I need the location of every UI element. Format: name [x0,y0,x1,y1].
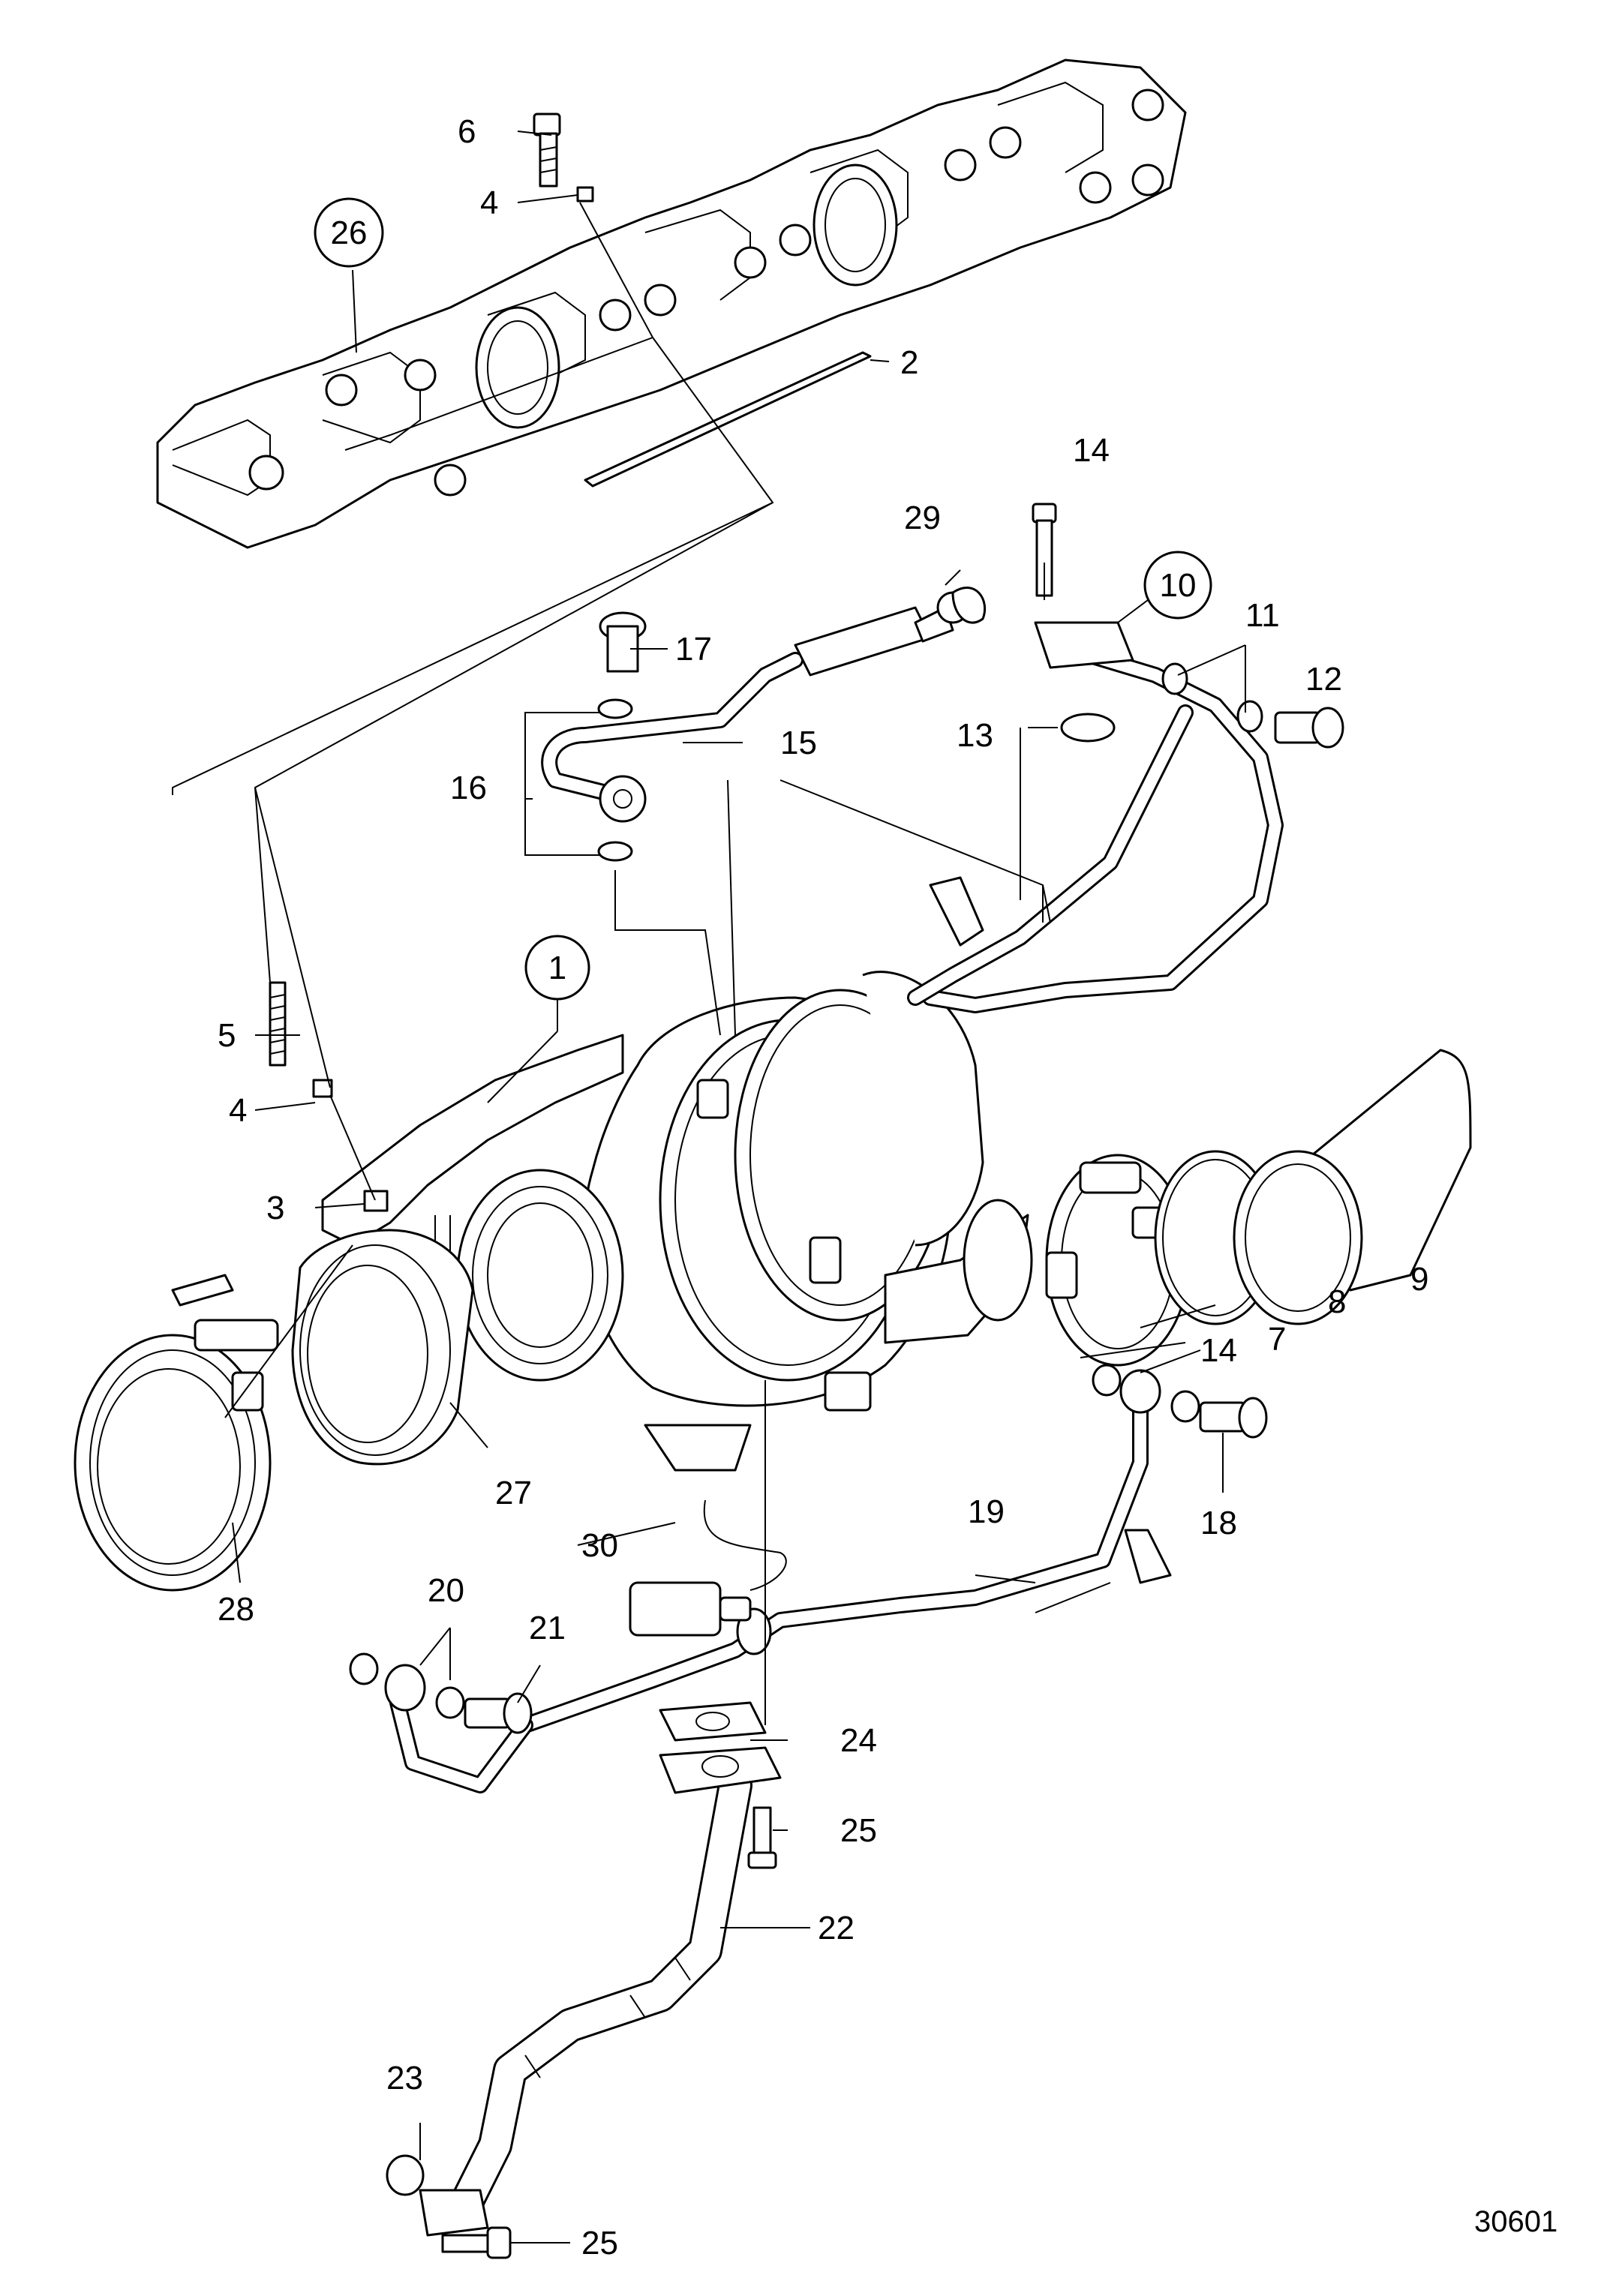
sealing-washer [1092,1364,1122,1397]
callout-7: 7 [1268,1321,1286,1358]
sealing-washer [349,1652,379,1685]
callout-13: 13 [957,717,993,754]
outlet-pipe [1233,1049,1472,1325]
nut [576,186,594,203]
hose-clamp [951,587,987,624]
flange-gasket [659,1701,767,1742]
sealing-washer [1236,700,1263,733]
callout-25: 25 [840,1812,877,1849]
leader-lines [172,131,1246,2243]
sensor [629,1499,787,1637]
exhaust-manifold [156,59,1187,549]
flange-bolt [747,1806,777,1869]
callout-24: 24 [840,1722,877,1759]
turbocharger-assembly [321,971,1033,1472]
callout-17: 17 [675,631,712,668]
manifold-gasket [584,351,872,488]
callout-1: 1 [524,935,590,1001]
callout-28: 28 [218,1591,254,1628]
v-band-clamp [74,1274,279,1592]
svg-text:1: 1 [548,950,566,986]
callout-27: 27 [495,1475,532,1511]
callout-26: 26 [314,197,384,268]
sealing-washer [435,1686,465,1719]
figure-reference-number: 30601 [1474,2205,1557,2238]
sealing-washer [1161,662,1188,695]
oil-return-pipe [517,1369,1172,1733]
callout-22: 22 [818,1910,855,1946]
nut [363,1190,389,1212]
callout-16: 16 [450,770,487,806]
callout-14: 14 [1200,1332,1237,1369]
sealing-washer [597,841,633,862]
callout-2: 2 [900,344,918,381]
sealing-washer [1170,1390,1200,1423]
sealing-washer [597,698,633,719]
banjo-bolt [464,1692,533,1734]
oil-pipe [907,621,1284,1013]
callout-21: 21 [529,1610,566,1646]
callout-23: 23 [386,2060,423,2096]
banjo-bolt [1274,707,1344,749]
callout-8: 8 [1328,1283,1346,1320]
callout-10: 10 [1143,551,1212,620]
callout-4: 4 [480,185,498,221]
stud [269,981,287,1067]
banjo-bolt [1199,1397,1268,1439]
bolt [533,113,561,188]
callout-12: 12 [1305,661,1342,698]
callout-25: 25 [581,2225,618,2261]
sealing-washer [386,2154,425,2196]
svg-text:10: 10 [1160,567,1197,604]
callout-5: 5 [218,1017,236,1054]
callout-4: 4 [229,1092,247,1129]
coolant-pipe [384,1664,533,1793]
sleeve [312,1079,333,1098]
callout-29: 29 [904,500,941,536]
callout-18: 18 [1200,1505,1237,1541]
callout-9: 9 [1410,1261,1428,1298]
callout-20: 20 [428,1572,464,1609]
oil-drain-pipe [419,1746,782,2237]
callout-19: 19 [968,1493,1005,1530]
banjo-bolt [599,611,647,823]
callout-14: 14 [1073,432,1110,469]
callout-30: 30 [581,1527,618,1564]
callout-15: 15 [780,725,817,761]
gasket [1060,713,1116,743]
inlet-gasket-ring [291,1229,474,1466]
callout-6: 6 [458,113,476,150]
callout-11: 11 [1245,597,1280,634]
callout-3: 3 [266,1190,284,1226]
svg-text:26: 26 [331,215,368,251]
